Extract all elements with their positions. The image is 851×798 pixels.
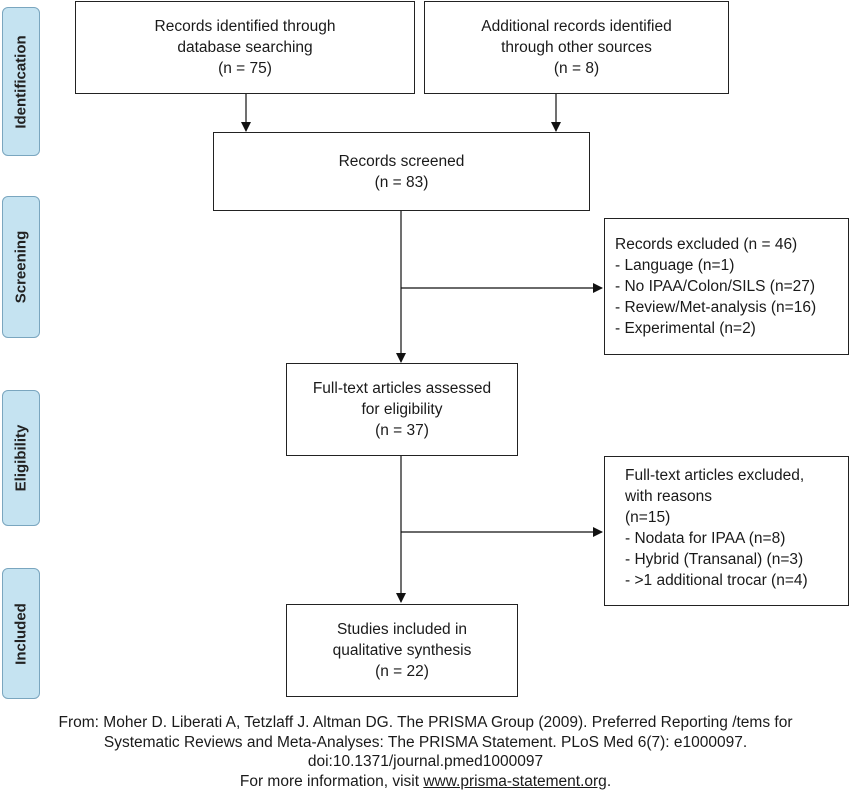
box-count: (n = 83): [374, 173, 429, 191]
box-fulltext-assessed: Full-text articles assessed for eligibil…: [286, 363, 518, 456]
phase-identification: Identification: [2, 7, 40, 156]
phase-included: Included: [2, 568, 40, 699]
exclusion-item: - Experimental (n=2): [615, 320, 756, 337]
box-count: (n=15): [625, 509, 671, 526]
box-line: database searching: [177, 39, 313, 56]
exclusion-item: - Review/Met-analysis (n=16): [615, 299, 817, 316]
box-line: Full-text articles assessed: [312, 380, 492, 397]
box-line: for eligibility: [361, 401, 443, 418]
citation-footer: From: Moher D. Liberati A, Tetzlaff J. A…: [0, 713, 851, 791]
box-title: Full-text articles excluded,: [625, 467, 805, 484]
box-records-excluded: Records excluded (n = 46) - Language (n=…: [604, 218, 849, 355]
box-line: through other sources: [501, 39, 652, 56]
box-line: Records screened: [338, 152, 465, 170]
box-other-records: Additional records identified through ot…: [424, 1, 729, 94]
exclusion-item: - No IPAA/Colon/SILS (n=27): [615, 278, 816, 295]
citation-line: For more information, visit www.prisma-s…: [0, 772, 851, 792]
exclusion-item: - Nodata for IPAA (n=8): [625, 530, 786, 547]
phase-screening: Screening: [2, 196, 40, 338]
prisma-website-link[interactable]: www.prisma-statement.org: [423, 772, 607, 790]
phase-eligibility: Eligibility: [2, 390, 40, 526]
exclusion-item: - Hybrid (Transanal) (n=3): [625, 551, 804, 568]
citation-text: .: [606, 772, 612, 790]
box-line: Additional records identified: [481, 18, 672, 35]
box-title: Records excluded (n = 46): [615, 236, 798, 253]
citation-line: From: Moher D. Liberati A, Tetzlaff J. A…: [58, 714, 793, 731]
exclusion-item: - >1 additional trocar (n=4): [625, 572, 808, 589]
box-count: (n = 37): [375, 422, 429, 439]
box-count: (n = 8): [553, 60, 600, 77]
citation-line: Systematic Reviews and Meta-Analyses: Th…: [103, 733, 748, 751]
box-count: (n = 22): [375, 663, 429, 680]
box-records-screened: Records screened (n = 83): [213, 132, 590, 211]
box-database-records: Records identified through database sear…: [75, 1, 415, 94]
box-line: Studies included in: [336, 621, 468, 638]
box-title: with reasons: [625, 488, 713, 505]
exclusion-item: - Language (n=1): [615, 257, 735, 274]
citation-text: For more information, visit: [239, 772, 424, 790]
box-fulltext-excluded: Full-text articles excluded, with reason…: [604, 456, 849, 606]
box-count: (n = 75): [218, 60, 272, 77]
box-line: qualitative synthesis: [332, 642, 472, 659]
box-line: Records identified through: [154, 18, 336, 35]
box-studies-included: Studies included in qualitative synthesi…: [286, 604, 518, 697]
citation-line: doi:10.1371/journal.pmed1000097: [307, 753, 544, 770]
